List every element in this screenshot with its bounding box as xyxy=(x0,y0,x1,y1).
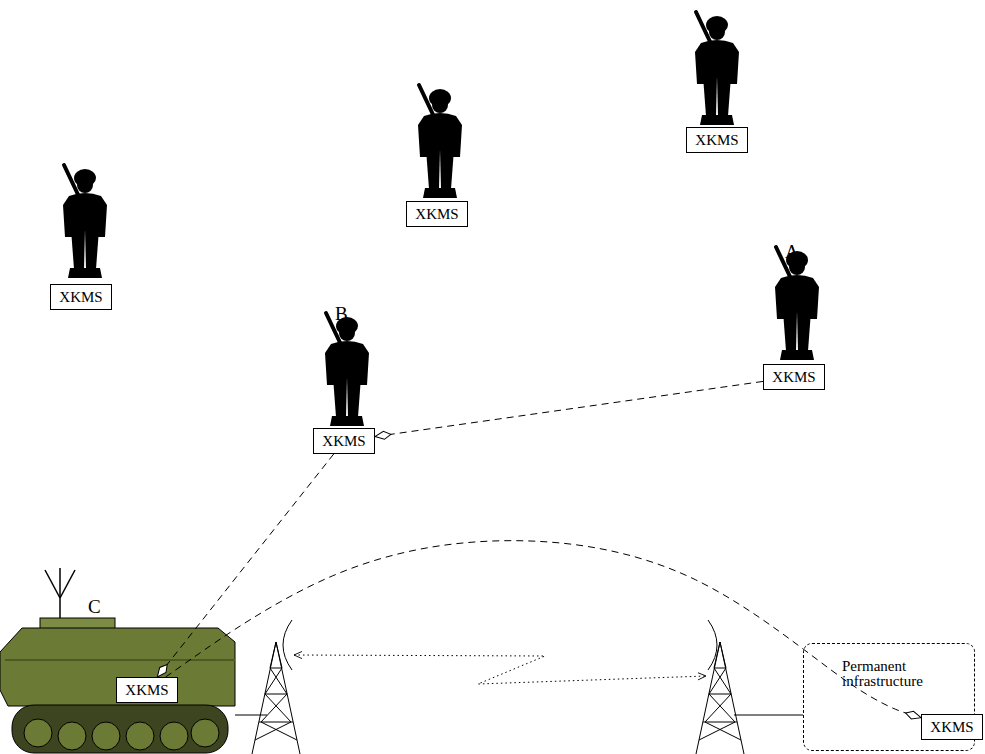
cable-line xyxy=(734,715,803,716)
key-service-box: XKMS xyxy=(686,127,748,153)
soldier-figure xyxy=(695,12,739,125)
node-text: XKMS xyxy=(415,206,458,223)
key-service-box: XKMS xyxy=(50,284,112,310)
figure-letter: A xyxy=(785,241,799,263)
key-service-box: XKMS xyxy=(921,714,983,740)
node-text: Permanent infrastructure xyxy=(842,659,942,689)
node-text: XKMS xyxy=(695,132,738,149)
secure-link xyxy=(166,541,921,718)
soldier-figure xyxy=(418,85,462,198)
node-text: XKMS xyxy=(125,682,168,699)
cable-line xyxy=(235,715,267,716)
node-text: XKMS xyxy=(59,289,102,306)
soldier-figure xyxy=(325,313,369,426)
radio-tower xyxy=(696,620,744,754)
soldier-figure xyxy=(775,247,819,360)
key-service-box: XKMS xyxy=(406,201,468,227)
figure-letter: B xyxy=(335,303,348,325)
node-text: XKMS xyxy=(772,369,815,386)
wireless-link xyxy=(294,655,706,684)
key-service-box: XKMS xyxy=(116,677,178,703)
key-service-box: XKMS xyxy=(763,364,825,390)
secure-link xyxy=(375,381,763,436)
radio-tower xyxy=(252,620,300,754)
key-service-box: XKMS xyxy=(313,428,375,454)
node-text: XKMS xyxy=(322,433,365,450)
armored-vehicle xyxy=(0,568,235,753)
secure-link xyxy=(157,454,333,677)
node-text: XKMS xyxy=(930,719,973,736)
infrastructure-box: Permanent infrastructureXKMS xyxy=(803,643,975,751)
soldier-figure xyxy=(63,165,107,278)
figure-letter: C xyxy=(88,596,101,618)
